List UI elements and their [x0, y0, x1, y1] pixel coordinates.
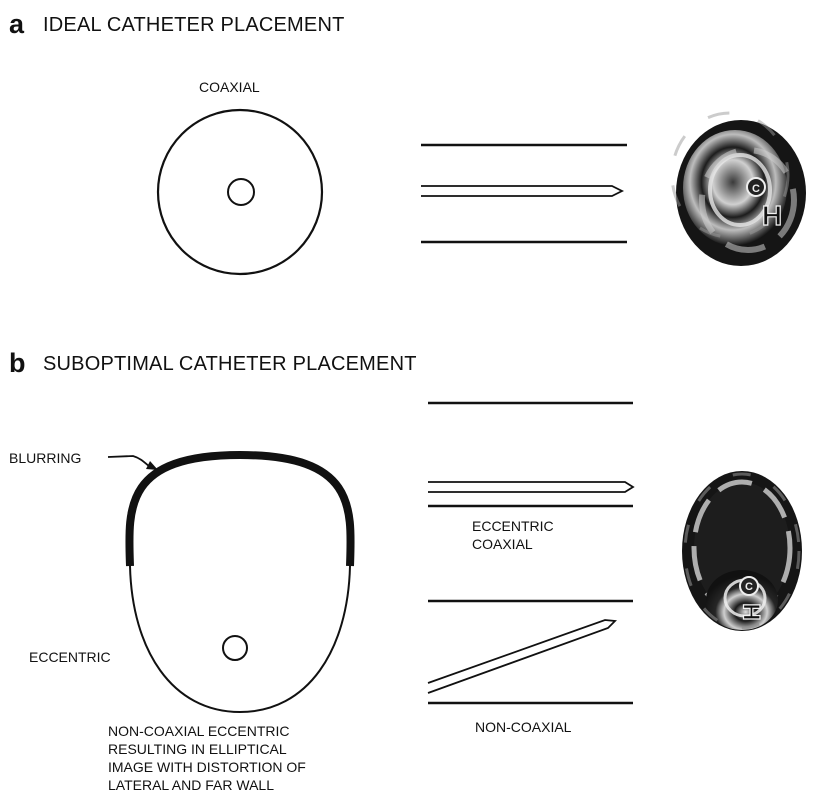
ideal-catheter-shaft	[421, 186, 622, 196]
panel-a-title: IDEAL CATHETER PLACEMENT	[43, 15, 345, 35]
suboptimal-ivus-h-letter: H	[739, 603, 766, 620]
caption-line-1: NON-COAXIAL ECCENTRIC	[108, 722, 306, 740]
ideal-ivus-image	[672, 113, 806, 266]
noncoaxial-catheter-shaft	[428, 620, 615, 693]
blurring-arc	[129, 455, 350, 566]
eccentric-coaxial-label: ECCENTRIC COAXIAL	[472, 517, 554, 553]
eccentric-coaxial-line-2: COAXIAL	[472, 535, 554, 553]
suboptimal-caption: NON-COAXIAL ECCENTRIC RESULTING IN ELLIP…	[108, 722, 306, 794]
panel-b-title: SUBOPTIMAL CATHETER PLACEMENT	[43, 354, 417, 374]
eccentric-catheter-circle	[223, 636, 247, 660]
eccentric-vessel-outline	[129, 455, 350, 712]
coaxial-catheter-circle	[228, 179, 254, 205]
ideal-ivus-h-letter: H	[762, 200, 782, 231]
blurring-arrowhead	[146, 461, 158, 470]
coaxial-vessel-circle	[158, 110, 322, 274]
eccentric-coaxial-line-1: ECCENTRIC	[472, 517, 554, 535]
panel-a-letter: a	[9, 11, 24, 38]
eccentric-label: ECCENTRIC	[29, 650, 111, 664]
coaxial-label: COAXIAL	[199, 80, 260, 94]
caption-line-2: RESULTING IN ELLIPTICAL	[108, 740, 306, 758]
ideal-ivus-catheter-letter: C	[752, 183, 760, 195]
non-coaxial-label: NON-COAXIAL	[475, 720, 571, 734]
suboptimal-ivus-catheter-letter: C	[745, 581, 753, 593]
blurring-label: BLURRING	[9, 451, 81, 465]
eccentric-catheter-shaft	[428, 482, 633, 492]
caption-line-4: LATERAL AND FAR WALL	[108, 776, 306, 794]
panel-b-letter: b	[9, 350, 26, 377]
blurring-arrow	[108, 456, 150, 467]
caption-line-3: IMAGE WITH DISTORTION OF	[108, 758, 306, 776]
